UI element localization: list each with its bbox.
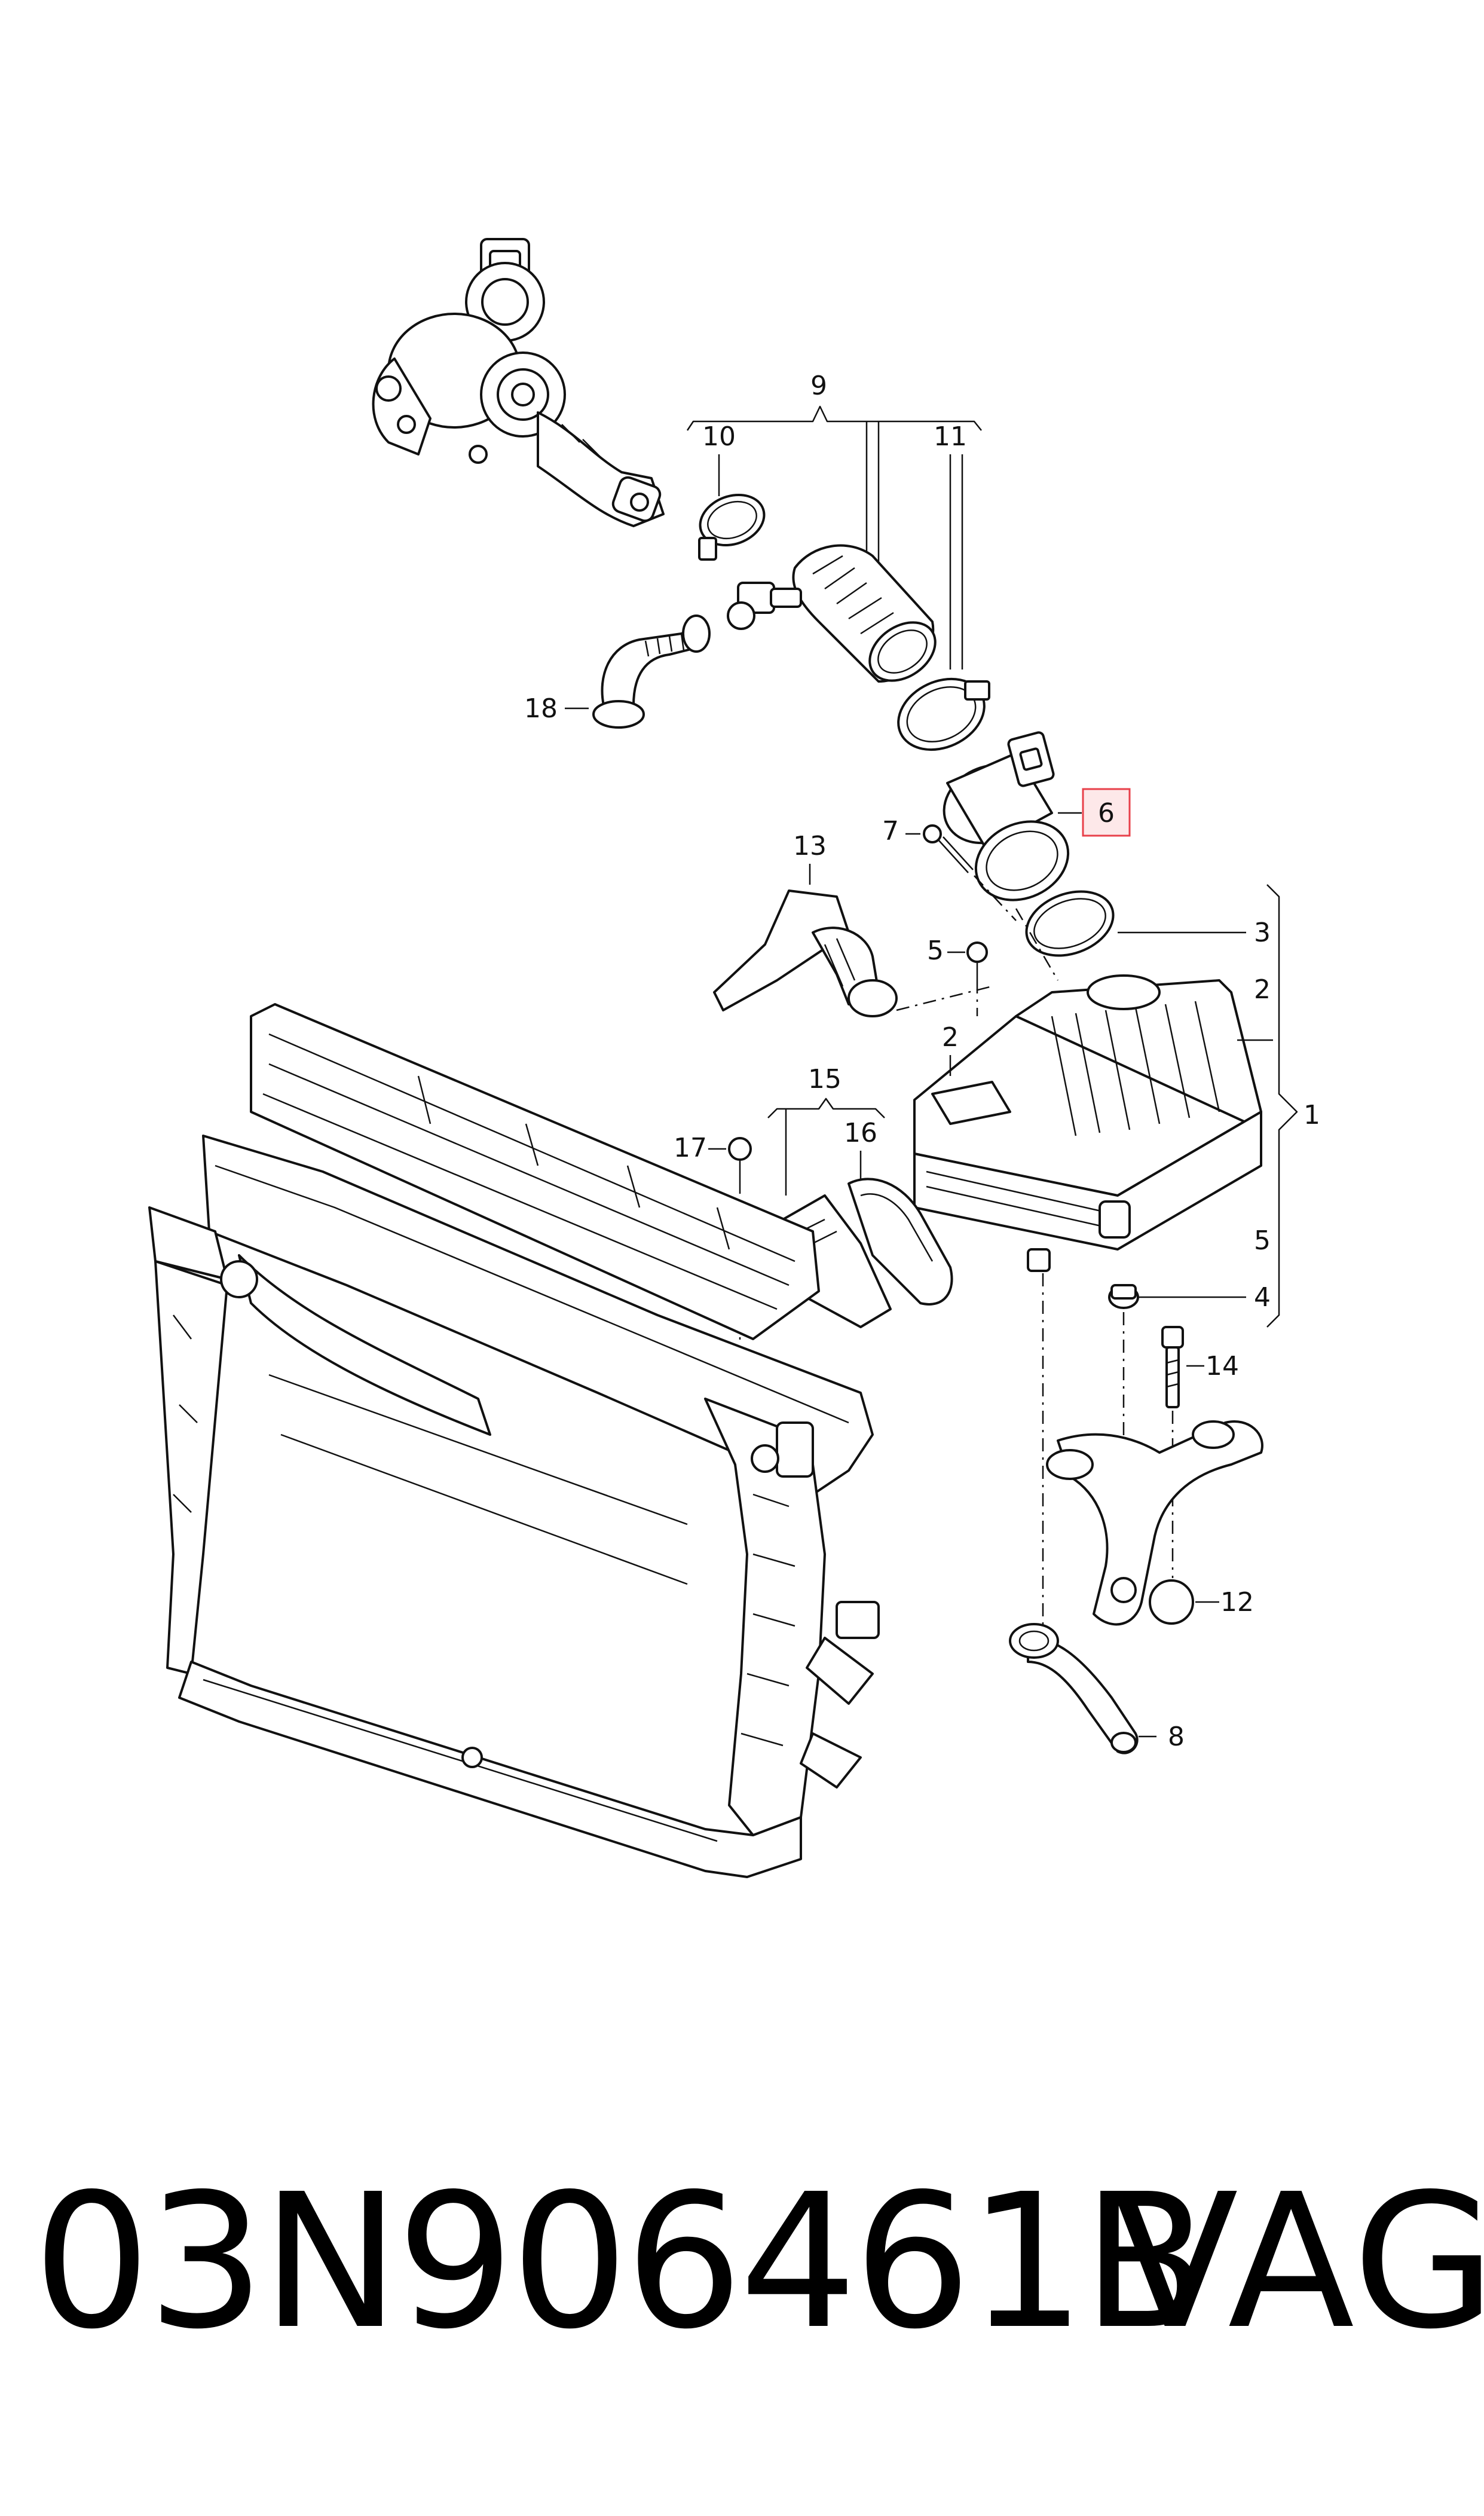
callout-13: 13 [793,831,827,861]
bracket-12: 12 [1046,1420,1263,1626]
turbocharger [372,238,665,527]
callout-group-9: 9 10 11 [686,371,982,669]
air-mass-meter-6: 6 [943,731,1131,901]
callout-2-right: 2 [1254,974,1271,1005]
hose-clamp-10 [698,493,766,561]
callout-group-1: 1 3 2 2 5 4 [942,884,1320,1328]
callout-1: 1 [1304,1100,1320,1130]
air-filter-housing-1 [913,974,1262,1272]
callout-5-upper: 5 [927,936,944,966]
screw-17: 17 [674,1133,752,1405]
callout-15: 15 [808,1064,842,1095]
callout-5-right: 5 [1254,1225,1271,1256]
callout-18: 18 [524,693,558,724]
callout-11: 11 [934,421,967,452]
callout-16: 16 [844,1118,877,1148]
screw-7: 7 [882,816,1017,921]
callout-9: 9 [810,371,827,401]
callout-4: 4 [1254,1282,1271,1313]
drain-hose-8: 8 [1009,1273,1185,1754]
brand-name: VAG [1112,2154,1484,2370]
callout-6-highlight-box [1082,788,1131,837]
callout-12: 12 [1220,1587,1254,1618]
callout-17: 17 [674,1133,707,1163]
hose-clamp-11 [897,677,990,751]
bolt-14: 14 [1161,1326,1239,1578]
part-number: 03N906461B [33,2154,1209,2370]
callout-8: 8 [1168,1722,1185,1752]
callout-6: 6 [1098,798,1115,829]
callout-7: 7 [882,816,899,846]
callout-10: 10 [702,421,736,452]
callout-2-left: 2 [942,1022,959,1053]
air-duct-13: 13 [713,831,993,1017]
parts-diagram: 9 10 11 18 [148,238,1320,1878]
o-ring-3 [1015,890,1115,981]
callout-3: 3 [1254,918,1271,948]
intake-hose-9 [727,544,937,683]
callout-14: 14 [1205,1351,1239,1381]
breather-hose-18: 18 [524,615,711,729]
front-end-carrier [148,1003,880,1878]
screw-5-upper: 5 [927,936,988,1016]
